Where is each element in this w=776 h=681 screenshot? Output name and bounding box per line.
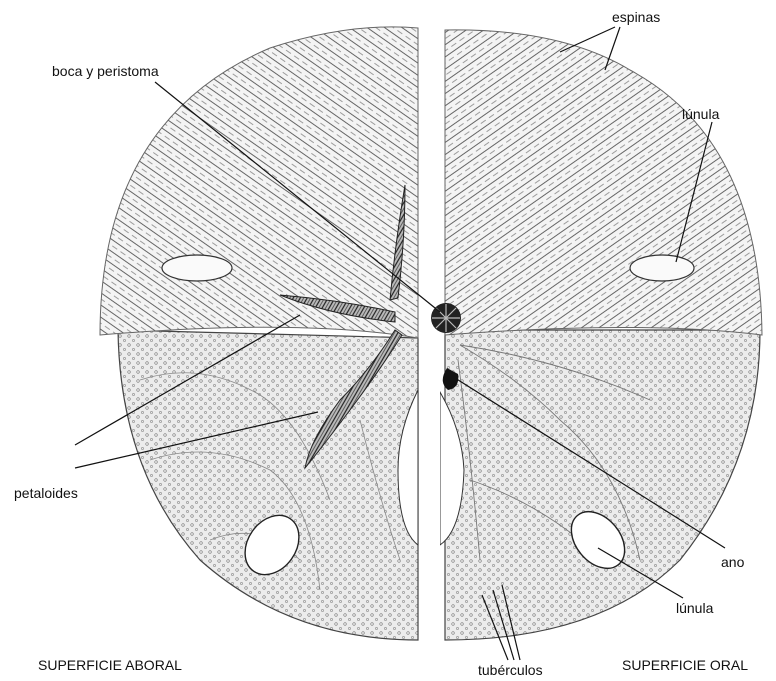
caption-oral: SUPERFICIE ORAL [622,657,748,673]
label-anus: ano [721,554,745,570]
label-tubercles: tubérculos [478,662,543,678]
label-petaloids: petaloides [14,485,78,501]
peristome [431,303,461,333]
aboral-lunule-spines [162,255,232,281]
label-lunule-bottom: lúnula [676,600,714,616]
label-lunule-top: lúnula [682,106,720,122]
oral-lunule-spines [630,255,694,281]
aboral-half [100,27,418,640]
oral-test [445,330,760,640]
label-spines: espinas [612,9,660,25]
oral-spine-field [445,30,762,335]
label-mouth: boca y peristoma [52,63,159,79]
caption-aboral: SUPERFICIE ABORAL [38,657,182,673]
